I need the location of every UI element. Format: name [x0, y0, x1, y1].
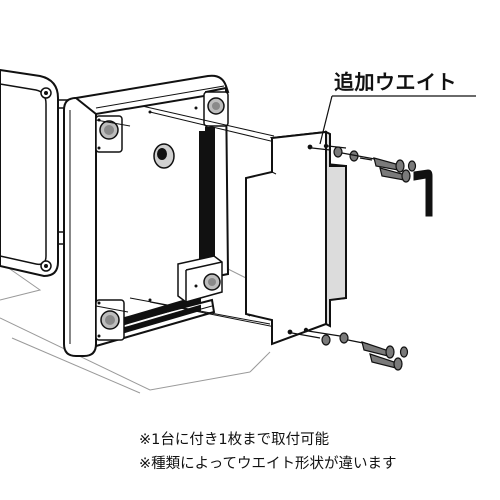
note-line: ※1台に付き1枚まで取付可能 [139, 432, 330, 448]
hex-key-icon [413, 169, 433, 217]
notes: ※1台に付き1枚まで取付可能 ※種類によってウエイト形状が違います [139, 428, 494, 476]
stand-body [0, 68, 66, 278]
callout-label: 追加ウエイト [334, 70, 457, 94]
weight-plate-icon [245, 130, 347, 346]
callout-leader [319, 95, 476, 145]
center-knob [153, 143, 175, 169]
note-line: ※種類によってウエイト形状が違います [139, 456, 397, 472]
top-bolts [307, 143, 417, 183]
corner-brackets [95, 91, 229, 341]
plate-screw-marks [148, 106, 198, 302]
bottom-bolts [287, 327, 409, 371]
